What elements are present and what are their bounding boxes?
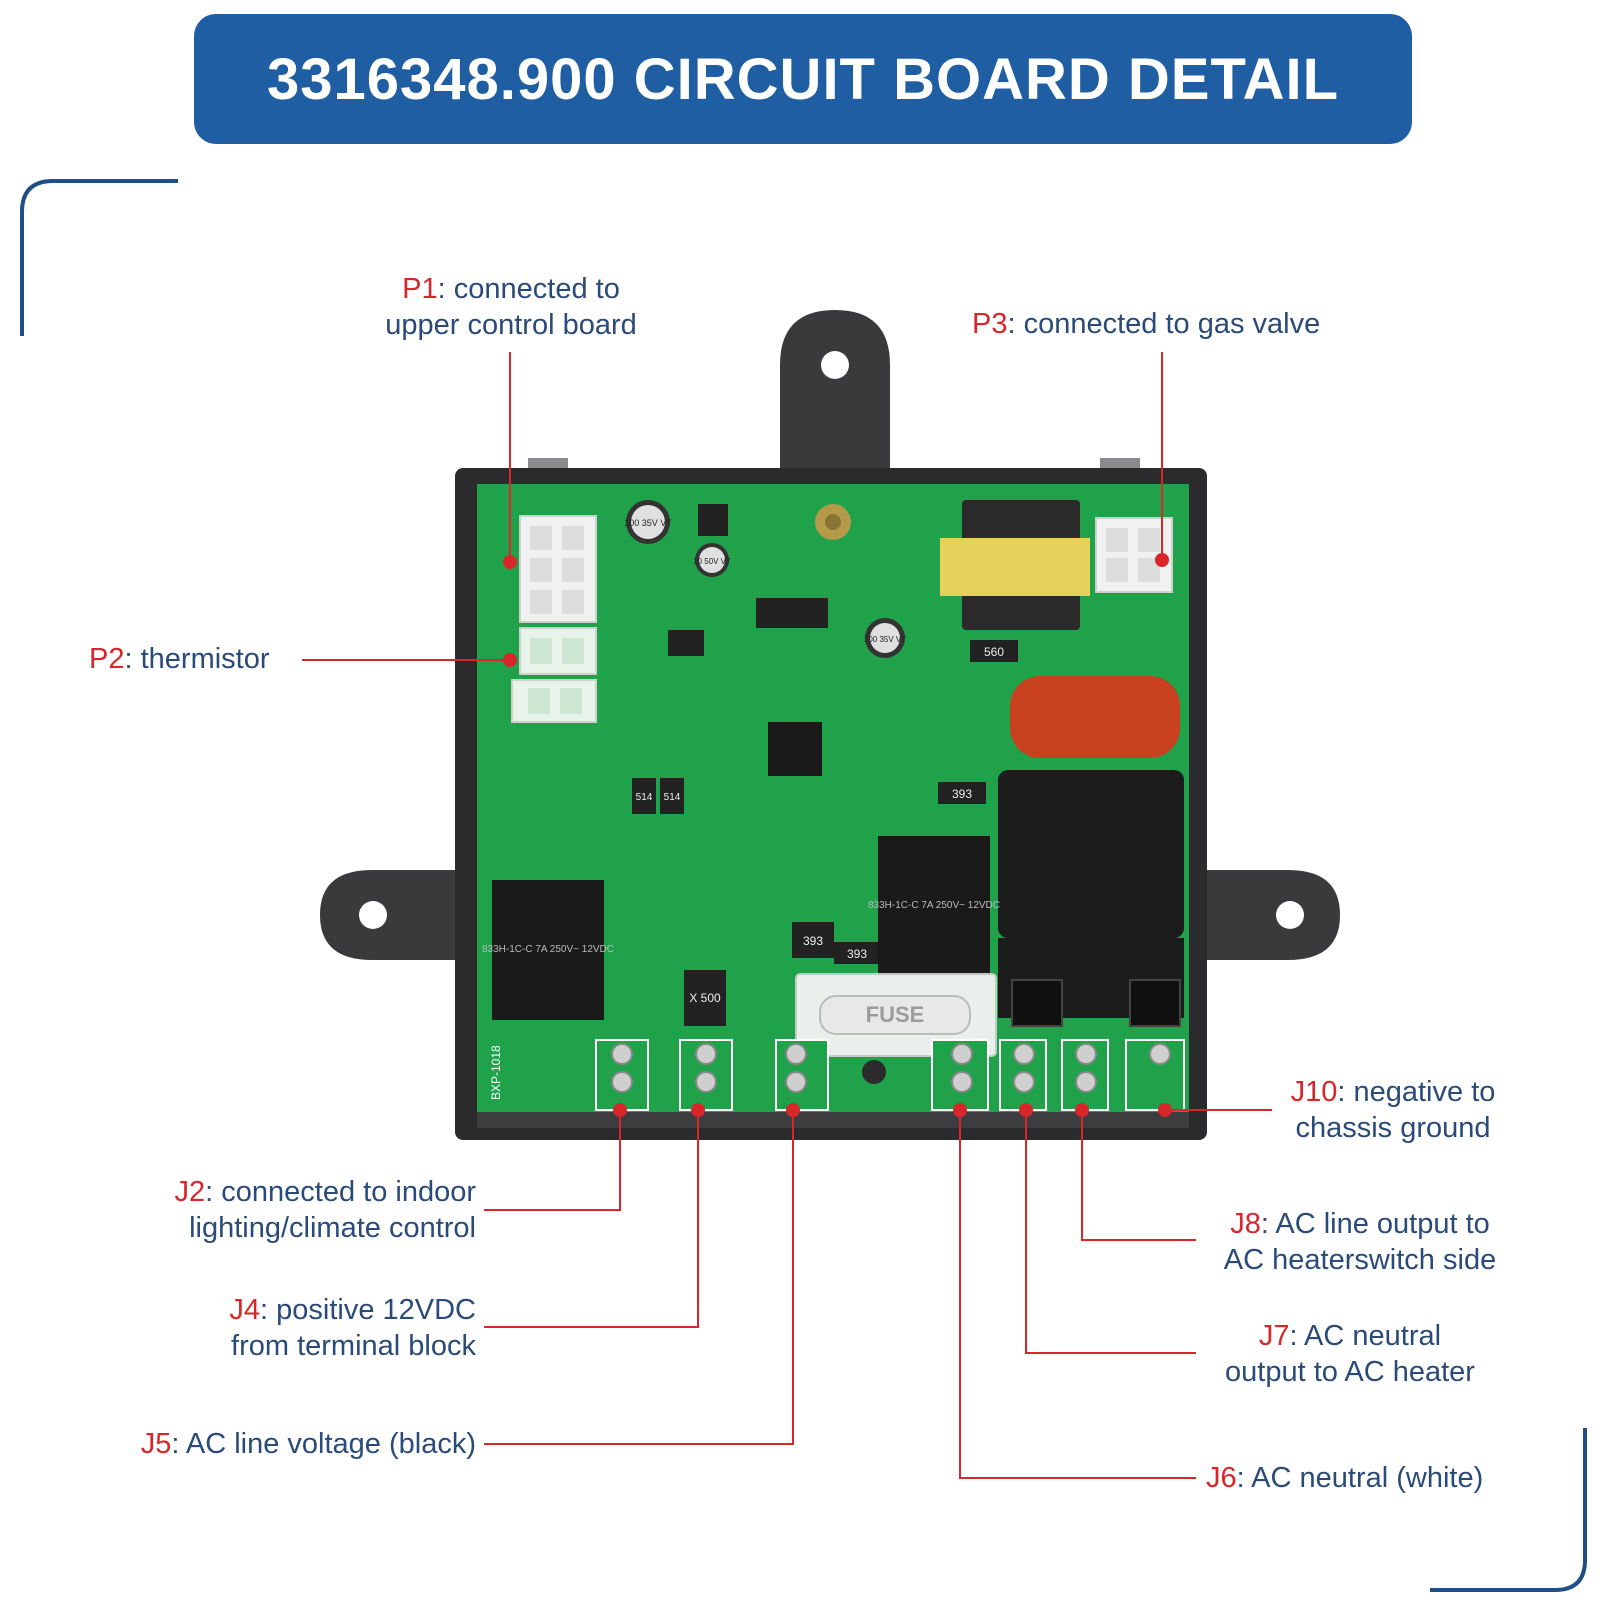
callout-p2: P2: thermistor bbox=[89, 643, 270, 675]
callout-j8: J8: AC line output to AC heaterswitch si… bbox=[1223, 1208, 1497, 1276]
svg-text:10 50V VT: 10 50V VT bbox=[693, 557, 731, 566]
svg-text:100 35V VT: 100 35V VT bbox=[864, 635, 906, 644]
top-mount-tab bbox=[780, 310, 890, 475]
resistor-560: 560 bbox=[970, 640, 1018, 662]
pcb-hole bbox=[862, 1060, 886, 1084]
leader-j8 bbox=[1081, 1110, 1196, 1241]
capacitor-c3: 100 35V VT bbox=[864, 618, 906, 658]
callout-j6: J6: AC neutral (white) bbox=[1206, 1462, 1484, 1494]
resistor-514-a: 514 bbox=[632, 778, 656, 814]
resistor-393-a: 393 bbox=[938, 782, 986, 804]
leader-j5 bbox=[484, 1110, 794, 1445]
svg-text:393: 393 bbox=[803, 934, 823, 948]
leader-j4 bbox=[484, 1110, 699, 1328]
leader-j2 bbox=[484, 1110, 621, 1211]
svg-text:833H-1C-C 7A 250V~ 12VDC: 833H-1C-C 7A 250V~ 12VDC bbox=[868, 900, 1000, 911]
ic-chip-u2 bbox=[668, 630, 704, 656]
capacitor-c2: 10 50V VT bbox=[693, 543, 731, 577]
title-banner: 3316348.900 CIRCUIT BOARD DETAIL bbox=[194, 14, 1412, 144]
ic-chip-mcu bbox=[768, 722, 822, 776]
resistor-393-c: 393 bbox=[834, 942, 880, 964]
terminal-posts bbox=[611, 1043, 1171, 1093]
left-mount-hole bbox=[359, 901, 387, 929]
callout-j5: J5: AC line voltage (black) bbox=[140, 1428, 476, 1460]
film-capacitor bbox=[1010, 676, 1180, 758]
resistor-500: X 500 bbox=[684, 970, 726, 1026]
top-mount-hole bbox=[821, 351, 849, 379]
terminal-housing bbox=[998, 770, 1184, 938]
svg-text:FUSE: FUSE bbox=[866, 1002, 925, 1027]
right-mount-tab bbox=[1200, 870, 1340, 960]
leader-j7 bbox=[1025, 1110, 1196, 1354]
svg-text:514: 514 bbox=[664, 792, 681, 803]
ic-chip-u3 bbox=[698, 504, 728, 536]
svg-text:514: 514 bbox=[636, 792, 653, 803]
relay-right: 833H-1C-C 7A 250V~ 12VDC bbox=[868, 836, 1000, 976]
svg-text:X 500: X 500 bbox=[689, 991, 721, 1005]
callout-p1: P1: connected to upper control board bbox=[385, 273, 637, 341]
connector-p2 bbox=[519, 627, 597, 675]
leader-lines bbox=[302, 352, 1272, 1479]
corner-bracket-bottom-right bbox=[1430, 1428, 1587, 1592]
callout-j4: J4: positive 12VDC from terminal block bbox=[229, 1294, 476, 1362]
leader-j6 bbox=[959, 1110, 1196, 1479]
right-mount-hole bbox=[1276, 901, 1304, 929]
callout-j7: J7: AC neutral output to AC heater bbox=[1225, 1320, 1475, 1388]
corner-bracket-top-left bbox=[20, 179, 178, 336]
board-silk-id: BXP-1018 bbox=[489, 1045, 503, 1100]
left-mount-tab bbox=[320, 870, 460, 960]
leader-dots bbox=[503, 553, 1172, 1117]
fuse: FUSE bbox=[795, 973, 997, 1057]
connector-p1 bbox=[519, 515, 597, 623]
resistor-393-b: 393 bbox=[792, 922, 834, 958]
transformer bbox=[940, 500, 1090, 630]
callout-p3: P3: connected to gas valve bbox=[972, 308, 1321, 340]
svg-text:393: 393 bbox=[952, 787, 972, 801]
capacitor-c1: 100 35V VT bbox=[624, 500, 672, 544]
svg-text:100 35V VT: 100 35V VT bbox=[624, 518, 672, 528]
connector-aux bbox=[511, 679, 597, 723]
ic-chip-u1 bbox=[756, 598, 828, 628]
relay-left: 833H-1C-C 7A 250V~ 12VDC bbox=[482, 880, 614, 1020]
svg-text:393: 393 bbox=[847, 947, 867, 961]
svg-text:560: 560 bbox=[984, 645, 1004, 659]
page-title: 3316348.900 CIRCUIT BOARD DETAIL bbox=[266, 46, 1339, 112]
svg-text:833H-1C-C 7A 250V~ 12VDC: 833H-1C-C 7A 250V~ 12VDC bbox=[482, 944, 614, 955]
resistor-514-b: 514 bbox=[660, 778, 684, 814]
callout-j2: J2: connected to indoor lighting/climate… bbox=[174, 1176, 477, 1244]
pcb: 100 35V VT 10 50V VT 100 35V VT 560 bbox=[477, 484, 1189, 1128]
callout-j10: J10: negative to chassis ground bbox=[1290, 1076, 1496, 1144]
